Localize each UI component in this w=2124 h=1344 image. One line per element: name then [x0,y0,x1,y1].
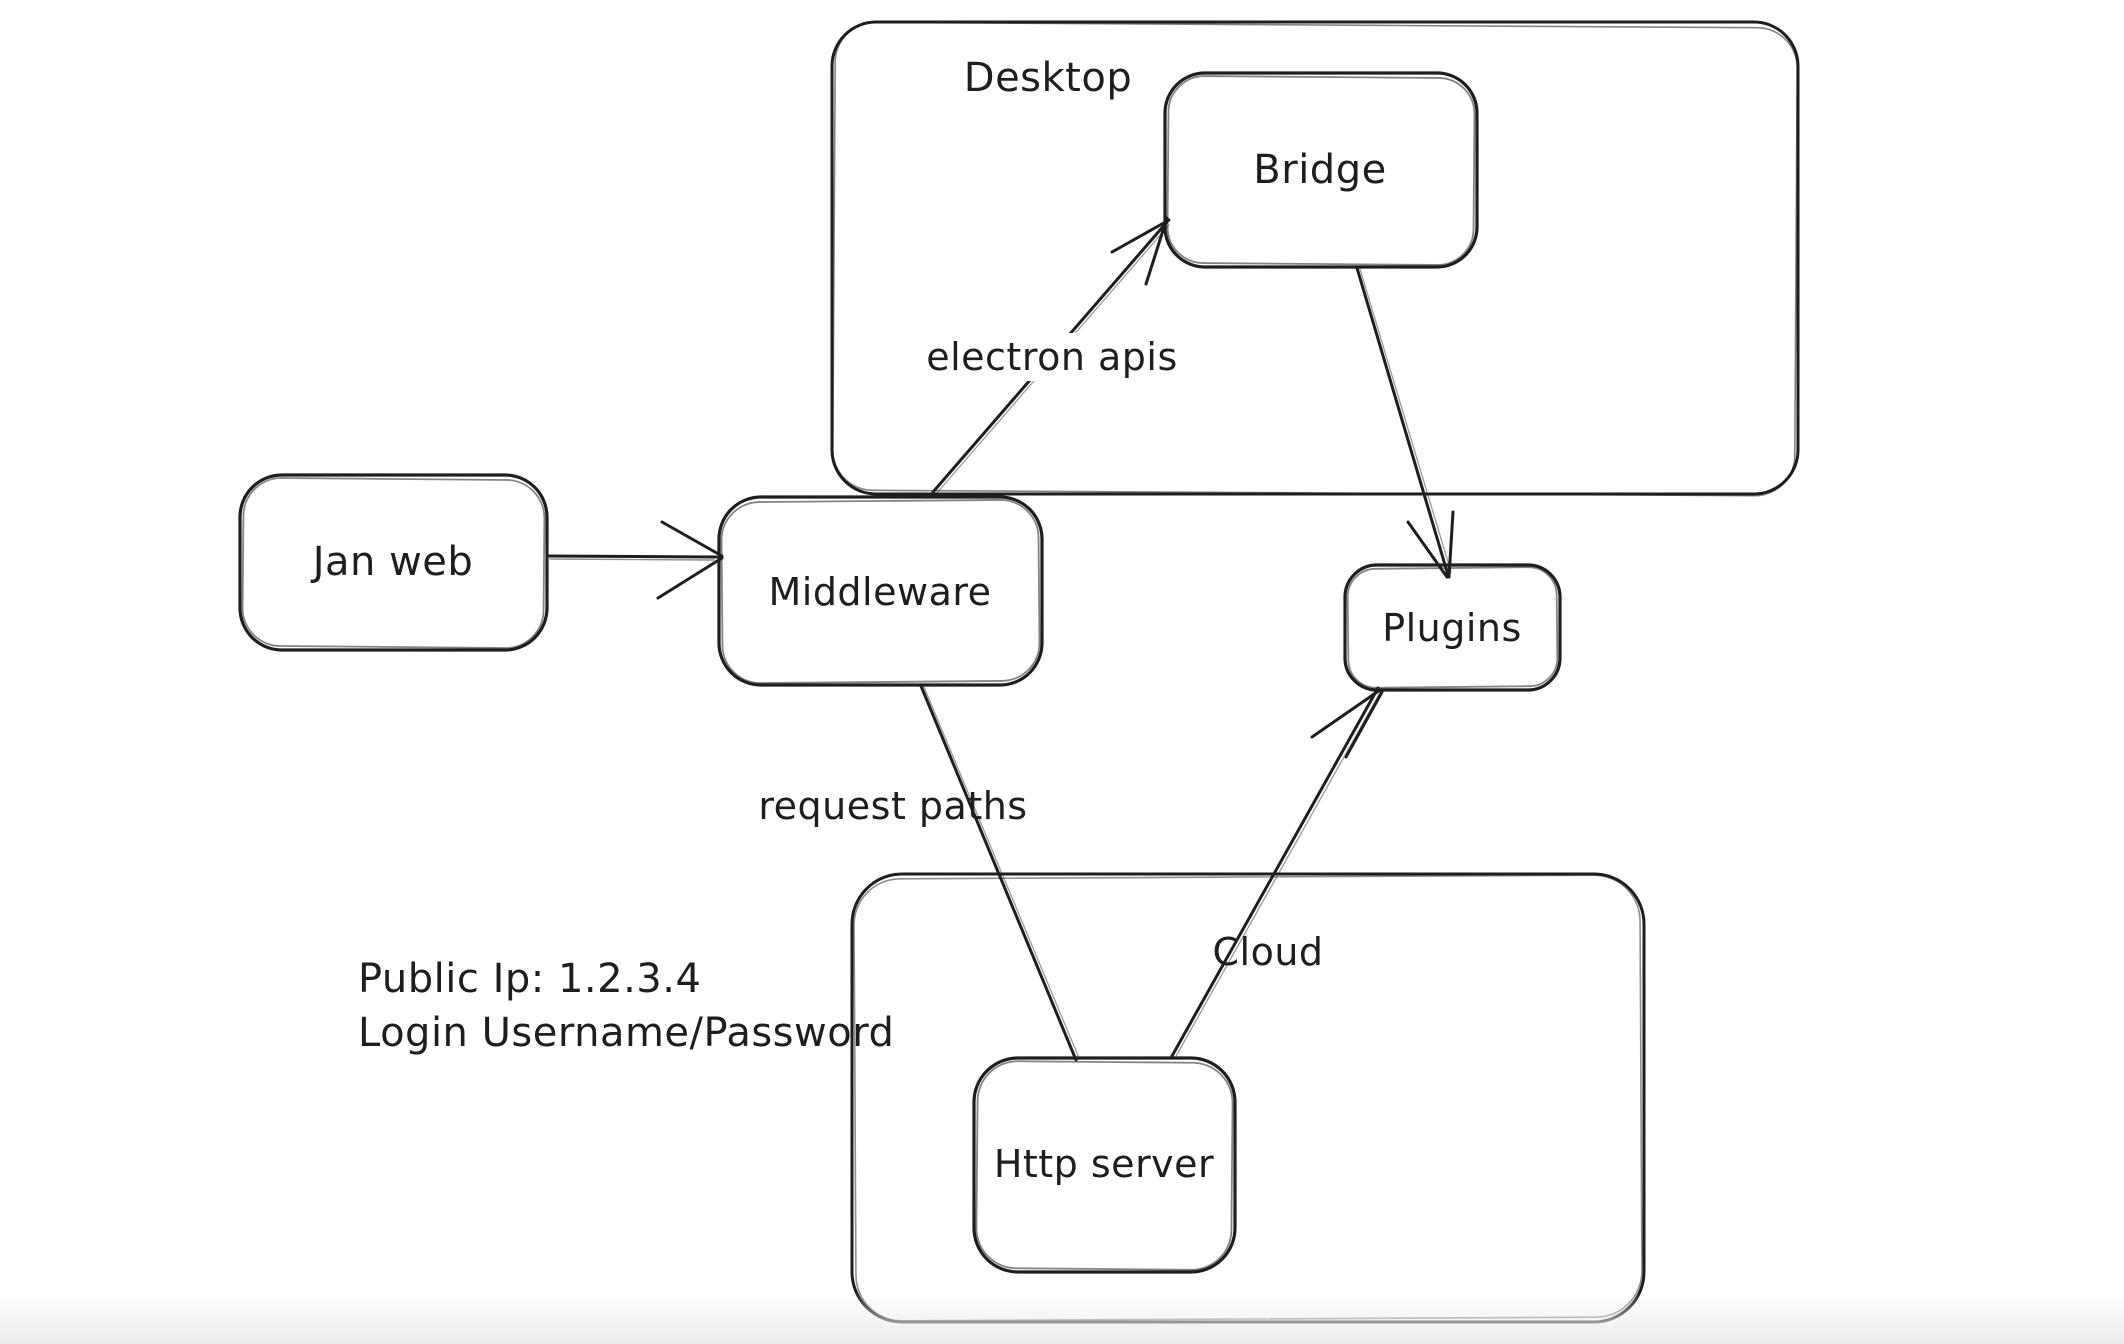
bridge-node-shape[interactable] [1163,71,1479,269]
desktop-container-label: Desktop [963,55,1133,101]
jan-web-node-label: Jan web [312,539,474,585]
arrowhead-bridge-to-plugins [1406,510,1455,579]
cloud-container-label: Cloud [1212,930,1324,974]
edge-middleware-to-httpserver[interactable] [919,684,1080,1062]
http-server-node-shape[interactable] [972,1056,1237,1274]
desktop-container-shape[interactable] [830,20,1800,497]
edge-label-request-paths: request paths [758,784,1028,828]
edge-label-electron-apis: electron apis [916,333,1188,381]
note-line-login: Login Username/Password [358,1010,895,1056]
plugins-node-shape[interactable] [1343,563,1562,692]
http-server-node-label: Http server [993,1142,1215,1186]
edge-janweb-to-middleware[interactable] [547,520,724,600]
arrowhead-janweb-to-middleware [656,520,724,600]
plugins-node-label: Plugins [1382,606,1522,650]
middleware-node-label: Middleware [768,570,992,614]
cloud-credentials-note: Public Ip: 1.2.3.4 Login Username/Passwo… [358,952,894,1060]
note-line-public-ip: Public Ip: 1.2.3.4 [358,956,702,1002]
jan-web-node-shape[interactable] [238,473,549,652]
arrowhead-httpserver-to-plugins [1310,688,1384,759]
edge-bridge-to-plugins[interactable] [1355,266,1455,579]
bridge-node-label: Bridge [1253,147,1387,193]
middleware-node-shape[interactable] [717,495,1044,687]
arrowhead-middleware-to-bridge [1110,216,1171,286]
edge-httpserver-to-plugins[interactable] [1170,686,1384,1059]
